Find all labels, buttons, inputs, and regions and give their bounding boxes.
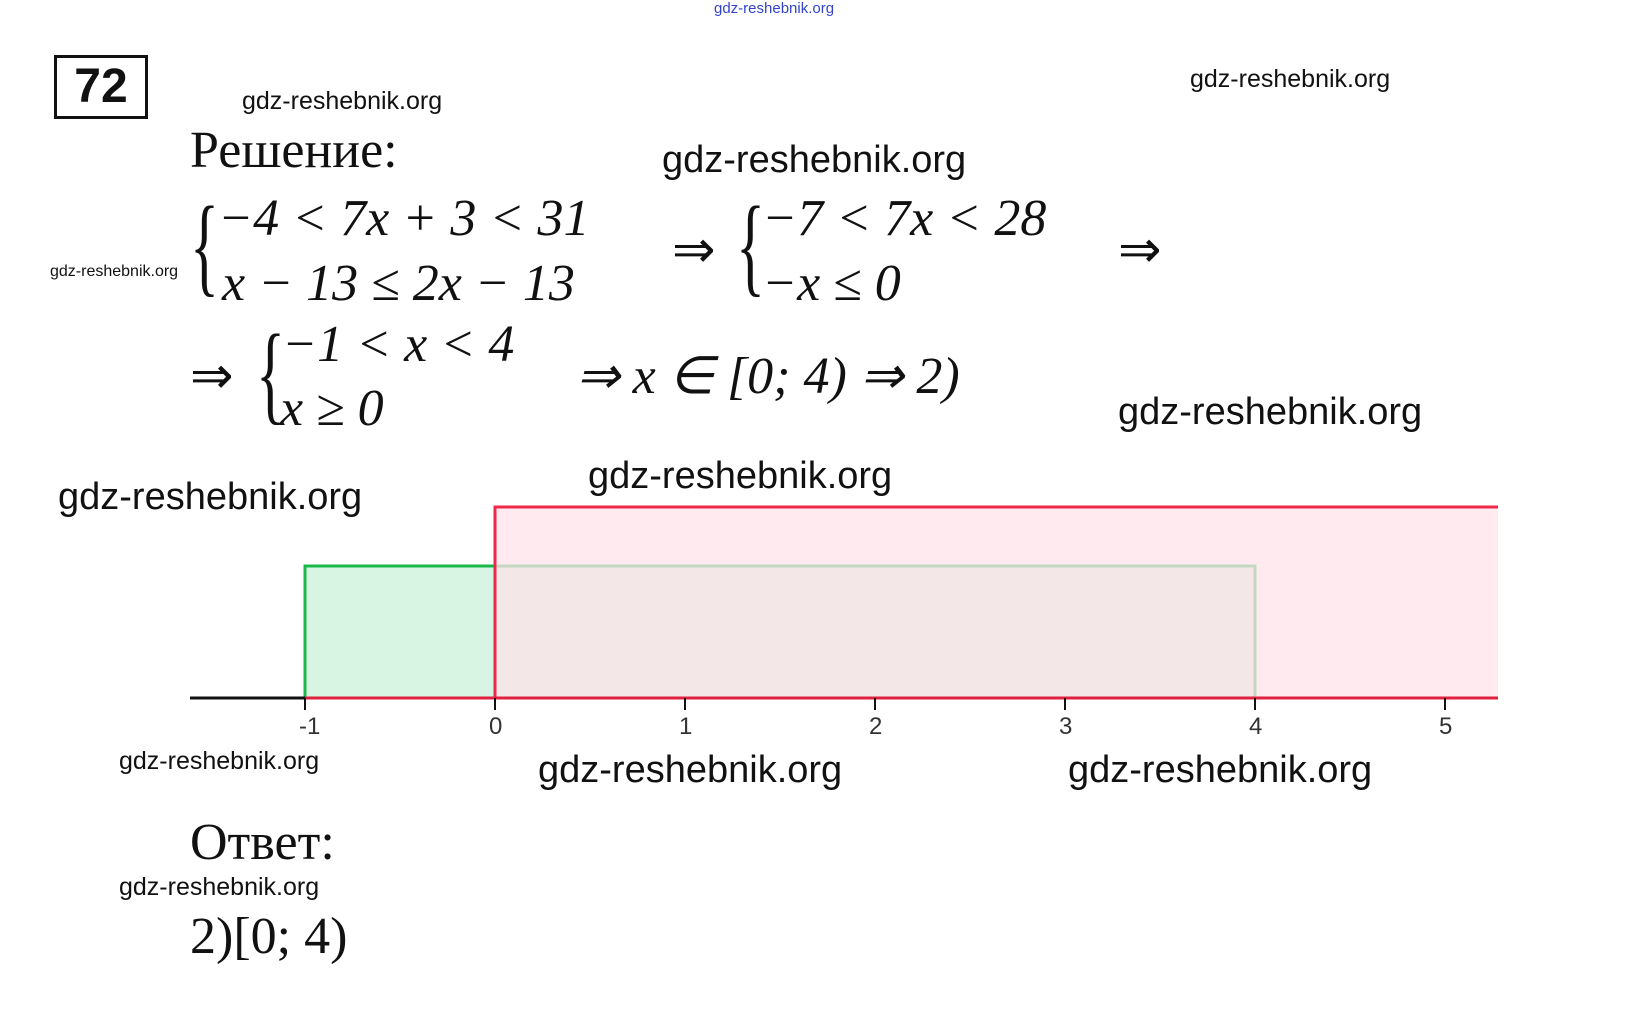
tick-label: -1 xyxy=(299,713,320,740)
watermark: gdz-reshebnik.org xyxy=(50,263,179,280)
watermark: gdz-reshebnik.org xyxy=(242,87,443,115)
brace: { xyxy=(190,184,220,306)
tick-label: 2 xyxy=(869,713,882,740)
system3-line2: x ≥ 0 xyxy=(280,380,384,437)
arrow: ⇒ xyxy=(1118,222,1162,279)
watermark: gdz-reshebnik.org xyxy=(119,873,320,901)
system3-line1: −1 < x < 4 xyxy=(282,316,515,373)
tick-label: 0 xyxy=(489,713,502,740)
arrow: ⇒ xyxy=(672,222,716,279)
problem-number: 72 xyxy=(54,55,148,119)
interval-fill xyxy=(495,507,1498,698)
system2-line2: −x ≤ 0 xyxy=(762,255,901,312)
watermark: gdz-reshebnik.org xyxy=(588,455,893,497)
watermark: gdz-reshebnik.org xyxy=(1068,749,1373,791)
system1-line1: −4 < 7x + 3 < 31 xyxy=(218,190,590,247)
arrow: ⇒ xyxy=(190,348,234,405)
watermark: gdz-reshebnik.org xyxy=(119,747,320,775)
watermark: gdz-reshebnik.org xyxy=(58,476,363,518)
answer-heading: Ответ: xyxy=(190,814,335,871)
brace: { xyxy=(736,184,766,306)
system1-line2: x − 13 ≤ 2x − 13 xyxy=(222,255,575,312)
tick-label: 4 xyxy=(1249,713,1262,740)
tick-label: 1 xyxy=(679,713,692,740)
watermark: gdz-reshebnik.org xyxy=(1118,391,1423,433)
conclusion: ⇒ x ∈ [0; 4) ⇒ 2) xyxy=(576,348,960,405)
brace: { xyxy=(256,312,286,434)
watermark: gdz-reshebnik.org xyxy=(714,0,835,17)
answer-value: 2)[0; 4) xyxy=(190,908,348,965)
watermark: gdz-reshebnik.org xyxy=(538,749,843,791)
watermark: gdz-reshebnik.org xyxy=(1190,65,1391,93)
watermark: gdz-reshebnik.org xyxy=(662,139,967,181)
tick-label: 5 xyxy=(1439,713,1452,740)
solution-heading: Решение: xyxy=(190,122,398,179)
system2-line1: −7 < 7x < 28 xyxy=(762,190,1047,247)
interval-border xyxy=(493,505,1498,698)
tick-label: 3 xyxy=(1059,713,1072,740)
